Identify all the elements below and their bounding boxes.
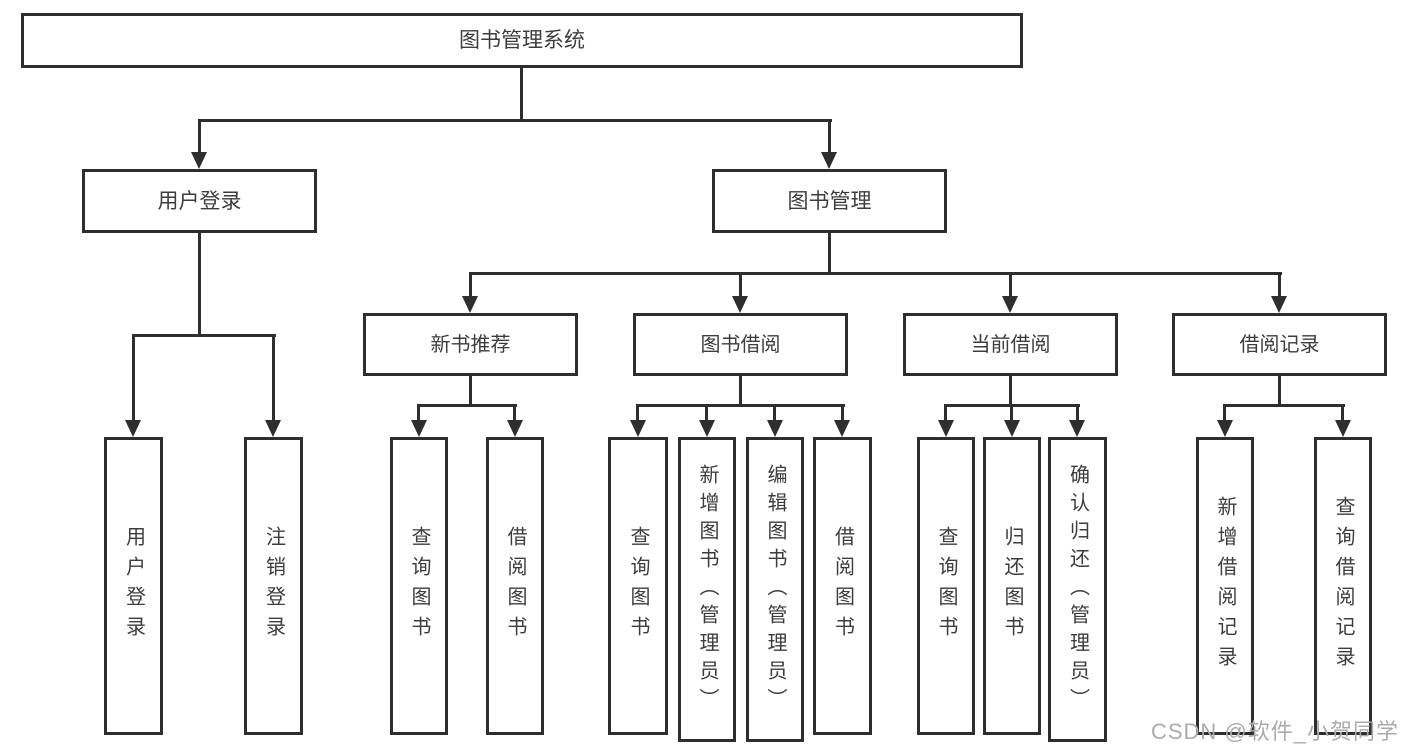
- node-label: 归还图书: [1001, 526, 1023, 646]
- connector-book-management-crossbar: [469, 272, 1282, 275]
- node-label: 注销登录: [262, 526, 285, 646]
- leaf-add-borrow-record: 新增借阅记录: [1196, 437, 1254, 735]
- node-label: 借阅图书: [504, 526, 526, 646]
- arrowhead-icon: [1271, 296, 1287, 313]
- node-label: 查询图书: [935, 526, 957, 646]
- connector-new-book-crossbar: [417, 404, 517, 407]
- arrowhead-icon: [732, 296, 748, 313]
- connector-borrow-records-crossbar: [1223, 404, 1345, 407]
- connector-current-borrow-stem: [1009, 376, 1012, 407]
- connector-drop-new-book: [469, 272, 472, 299]
- arrowhead-icon: [938, 420, 954, 437]
- connector-drop: [705, 404, 708, 422]
- leaf-query-books-recommend: 查询图书: [390, 437, 448, 735]
- arrowhead-icon: [411, 420, 427, 437]
- node-label: 图书借阅: [700, 333, 781, 356]
- connector-drop: [1010, 404, 1013, 422]
- connector-book-borrow-crossbar: [636, 404, 845, 407]
- connector-drop-user-login: [198, 119, 201, 155]
- arrowhead-icon: [507, 420, 523, 437]
- node-label: 查询图书: [627, 526, 649, 646]
- connector-borrow-records-stem: [1278, 376, 1281, 407]
- arrowhead-icon: [630, 420, 646, 437]
- arrowhead-icon: [834, 420, 850, 437]
- leaf-user-login: 用户登录: [104, 437, 163, 735]
- node-label: 查询借阅记录: [1332, 496, 1354, 676]
- connector-drop-book-borrow: [739, 272, 742, 299]
- node-book-management: 图书管理: [712, 169, 947, 233]
- leaf-confirm-return-admin: 确认归还（管理员）: [1048, 437, 1107, 742]
- connector-root-stem: [520, 68, 523, 122]
- connector-drop: [1341, 404, 1344, 422]
- connector-book-management-stem: [828, 233, 831, 275]
- leaf-logout: 注销登录: [244, 437, 303, 735]
- node-label: 图书管理系统: [459, 29, 585, 52]
- leaf-return-books: 归还图书: [983, 437, 1041, 735]
- arrowhead-icon: [265, 420, 281, 437]
- connector-user-login-crossbar: [132, 334, 276, 337]
- connector-root-crossbar: [198, 119, 832, 122]
- arrowhead-icon: [767, 420, 783, 437]
- node-library-management-system: 图书管理系统: [21, 13, 1023, 68]
- connector-drop: [841, 404, 844, 422]
- node-label: 借阅图书: [831, 526, 854, 646]
- leaf-query-borrow-record: 查询借阅记录: [1314, 437, 1372, 735]
- node-label: 借阅记录: [1239, 333, 1320, 356]
- node-label: 确认归还（管理员）: [1066, 463, 1089, 716]
- connector-drop-current-borrow: [1009, 272, 1012, 299]
- node-book-borrowing: 图书借阅: [633, 313, 848, 376]
- connector-drop-logout-leaf: [272, 334, 275, 422]
- connector-drop: [1076, 404, 1079, 422]
- connector-drop: [944, 404, 947, 422]
- connector-drop: [417, 404, 420, 422]
- node-user-login: 用户登录: [82, 169, 317, 233]
- node-borrowing-records: 借阅记录: [1172, 313, 1387, 376]
- connector-drop: [636, 404, 639, 422]
- arrowhead-icon: [1002, 296, 1018, 313]
- arrowhead-icon: [1004, 420, 1020, 437]
- connector-drop-borrow-records: [1278, 272, 1281, 299]
- arrowhead-icon: [1335, 420, 1351, 437]
- node-current-borrowing: 当前借阅: [903, 313, 1118, 376]
- arrowhead-icon: [1069, 420, 1085, 437]
- node-label: 编辑图书（管理员）: [764, 463, 786, 716]
- node-new-book-recommendation: 新书推荐: [363, 313, 578, 376]
- arrowhead-icon: [1217, 420, 1233, 437]
- node-label: 新书推荐: [430, 333, 511, 356]
- node-label: 图书管理: [787, 189, 872, 213]
- arrowhead-icon: [191, 152, 207, 169]
- connector-book-borrow-stem: [739, 376, 742, 407]
- node-label: 新增借阅记录: [1214, 496, 1236, 676]
- connector-drop-book-management: [828, 119, 831, 155]
- leaf-add-books-admin: 新增图书（管理员）: [678, 437, 736, 742]
- node-label: 用户登录: [122, 526, 145, 646]
- arrowhead-icon: [125, 420, 141, 437]
- csdn-watermark: CSDN @软件_小贺同学: [1150, 719, 1399, 744]
- connector-drop: [1223, 404, 1226, 422]
- node-label: 新增图书（管理员）: [696, 463, 718, 716]
- arrowhead-icon: [821, 152, 837, 169]
- connector-drop: [513, 404, 516, 422]
- node-label: 当前借阅: [970, 333, 1051, 356]
- connector-new-book-stem: [469, 376, 472, 407]
- leaf-borrow-books: 借阅图书: [813, 437, 872, 735]
- connector-drop: [773, 404, 776, 422]
- connector-user-login-stem: [198, 233, 201, 337]
- node-label: 查询图书: [408, 526, 430, 646]
- leaf-query-books-current: 查询图书: [917, 437, 975, 735]
- connector-drop-login-leaf: [132, 334, 135, 422]
- arrowhead-icon: [462, 296, 478, 313]
- leaf-query-books-borrow: 查询图书: [608, 437, 668, 735]
- leaf-edit-books-admin: 编辑图书（管理员）: [746, 437, 804, 742]
- node-label: 用户登录: [157, 189, 242, 213]
- leaf-borrow-books-recommend: 借阅图书: [486, 437, 544, 735]
- arrowhead-icon: [699, 420, 715, 437]
